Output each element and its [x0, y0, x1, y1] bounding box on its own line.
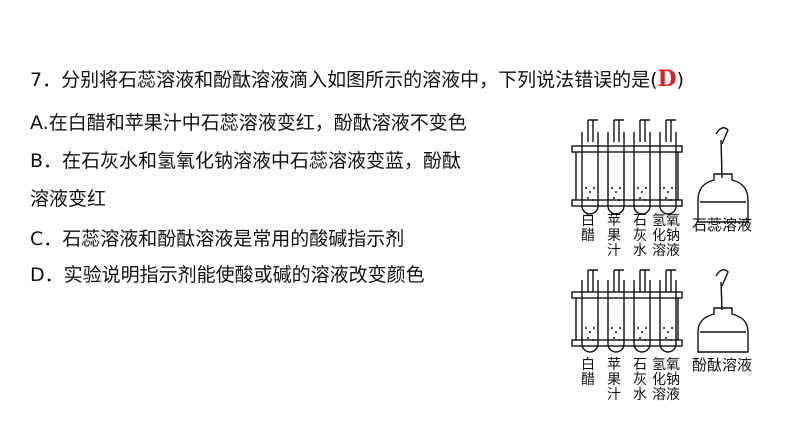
test-tube-rack-illustration	[571, 119, 749, 223]
question-text: 分别将石蕊溶液和酚酞溶液滴入如图所示的溶液中，下列说法错误的是(	[61, 69, 658, 91]
test-tube-rack-illustration	[571, 269, 749, 353]
bottle-label: 石蕊溶液	[692, 216, 753, 234]
option-b-line2: 溶液变红	[30, 188, 107, 210]
option-c: C．石蕊溶液和酚酞溶液是常用的酸碱指示剂	[30, 228, 405, 250]
question-number: 7．	[30, 69, 62, 91]
tube-label-1: 白醋	[581, 213, 595, 244]
tube-label-3: 石灰水	[633, 213, 647, 259]
tube-label-2: 苹果汁	[607, 213, 621, 259]
tube-label-4: 氢氧化钠溶液	[652, 213, 680, 259]
figure-litmus-experiment: 白醋 苹果汁 石灰水 氢氧化钠溶液 石蕊溶液	[548, 116, 788, 286]
tube-label-2: 苹果汁	[607, 357, 621, 403]
option-b-line1: B．在石灰水和氢氧化钠溶液中石蕊溶液变蓝，酚酞	[30, 150, 462, 172]
tube-label-4: 氢氧化钠溶液	[652, 357, 680, 403]
tube-label-1: 白醋	[581, 357, 595, 388]
bottle-label: 酚酞溶液	[692, 356, 753, 374]
option-d: D．实验说明指示剂能使酸或碱的溶液改变颜色	[30, 264, 425, 286]
tube-label-3: 石灰水	[633, 357, 647, 403]
question-close: )	[676, 69, 685, 91]
answer-mark: D	[657, 66, 677, 92]
figure-phenolphthalein-experiment: 白醋 苹果汁 石灰水 氢氧化钠溶液 酚酞溶液	[548, 266, 788, 436]
option-a: A.在白醋和苹果汁中石蕊溶液变红，酚酞溶液不变色	[30, 112, 467, 134]
question-stem: 7．分别将石蕊溶液和酚酞溶液滴入如图所示的溶液中，下列说法错误的是(D)	[30, 66, 684, 93]
